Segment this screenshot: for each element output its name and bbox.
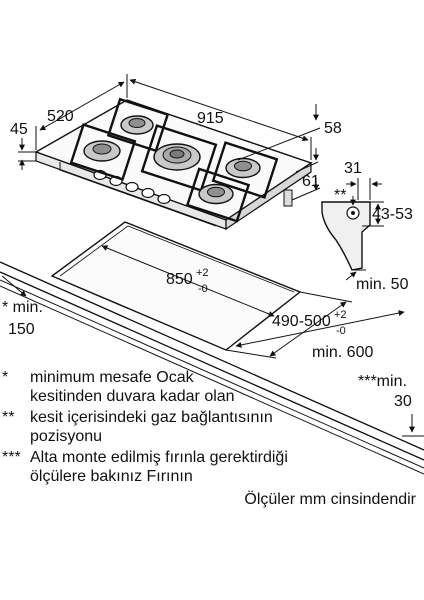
note-line: Alta monte edilmiş fırınla gerektirdiği — [30, 449, 288, 466]
control-knobs — [93, 169, 171, 205]
dim-150: 150 — [8, 321, 35, 338]
dim-915: 915 — [197, 110, 224, 127]
note-line: kesitinden duvara kadar olan — [30, 388, 235, 405]
hob-side-edge — [225, 161, 312, 231]
burner — [69, 123, 137, 181]
note-line: pozisyonu — [30, 428, 103, 445]
dim-61: 61 — [302, 173, 320, 190]
hob-drawing — [34, 97, 313, 231]
note-line: kesit içerisindeki gaz bağlantısının — [30, 409, 273, 426]
dim-58: 58 — [324, 120, 342, 137]
knob-icon — [125, 181, 139, 193]
units-note: Ölçüler mm cinsindendir — [244, 491, 416, 508]
dim-45: 45 — [10, 121, 28, 138]
note-mark: * — [2, 369, 9, 386]
dim-min-150-label: * min. — [2, 299, 43, 316]
knob-icon — [157, 193, 171, 205]
note-mark: *** — [2, 449, 21, 466]
note-mark: ** — [2, 409, 15, 426]
dim-850-plus: +2 — [196, 267, 209, 279]
dim-min-600: min. 600 — [312, 344, 373, 361]
dim-520: 520 — [47, 108, 74, 125]
knob-icon — [141, 187, 155, 199]
section-profile — [321, 201, 371, 271]
section-detail: 31 ** 43-53 min. 50 — [321, 160, 413, 293]
dim-30: 30 — [394, 393, 412, 410]
dim-490-minus: -0 — [336, 325, 346, 337]
gas-connector — [283, 189, 293, 207]
hob-dimension-lines — [18, 74, 321, 201]
burner — [211, 141, 279, 199]
dim-min-30-label: ***min. — [358, 373, 407, 390]
dim-850: 850 — [166, 271, 193, 288]
dim-850-minus: -0 — [198, 283, 208, 295]
dim-min-50: min. 50 — [356, 276, 409, 293]
dim-31: 31 — [344, 160, 362, 177]
note-line: ölçülere bakınız Fırının — [30, 468, 193, 485]
note-line: minimum mesafe Ocak — [30, 369, 194, 386]
dim-490-500: 490-500 — [272, 313, 331, 330]
burner — [185, 167, 251, 223]
dim-43-53: 43-53 — [372, 206, 413, 223]
cutout-dimension-lines — [1, 245, 424, 437]
dim-490-plus: +2 — [334, 309, 347, 321]
dim-gas-position-mark: ** — [334, 187, 346, 204]
